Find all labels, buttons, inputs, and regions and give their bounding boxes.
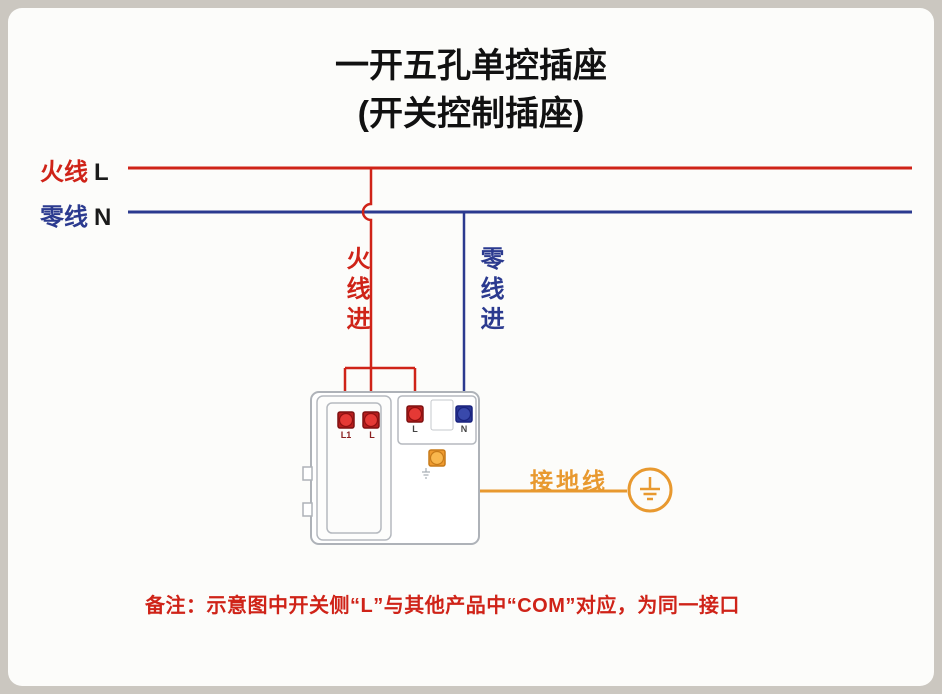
title-line-1: 一开五孔单控插座 [335,47,607,85]
socket-terminal-label-n: N [460,424,468,434]
switch-terminal-2 [362,411,380,429]
switch-rocker [326,402,382,534]
device-tab-upper [302,466,313,481]
earth-mark-icon [422,468,430,479]
ground-wire-label: 接地线 [530,468,608,494]
socket-center-plate [430,399,454,431]
socket-terminal-label-l: L [412,424,418,434]
ground-terminal [428,449,446,467]
socket-terminal-l [406,405,424,423]
neutral-wire-name: 零线 [40,204,88,231]
live-in-label: 火线进 [342,246,369,336]
switch-terminal-label-1: L1 [340,430,352,440]
socket-terminal-n [455,405,473,423]
live-wire-letter: L [94,159,109,186]
live-drop-line [361,168,373,368]
switch-terminal-1 [337,411,355,429]
diagram-panel [8,8,934,686]
switch-terminal-label-2: L [369,430,375,440]
neutral-in-label: 零线进 [476,246,503,336]
note-text: 备注：示意图中开关侧“L”与其他产品中“COM”对应，为同一接口 [145,595,740,617]
ground-symbol-icon [627,467,673,513]
title-line-2: (开关控制插座) [357,95,585,133]
device-tab-lower [302,502,313,517]
neutral-wire-letter: N [94,204,112,231]
live-wire-name: 火线 [40,159,88,186]
page-title: 一开五孔单控插座 (开关控制插座) [0,42,942,138]
